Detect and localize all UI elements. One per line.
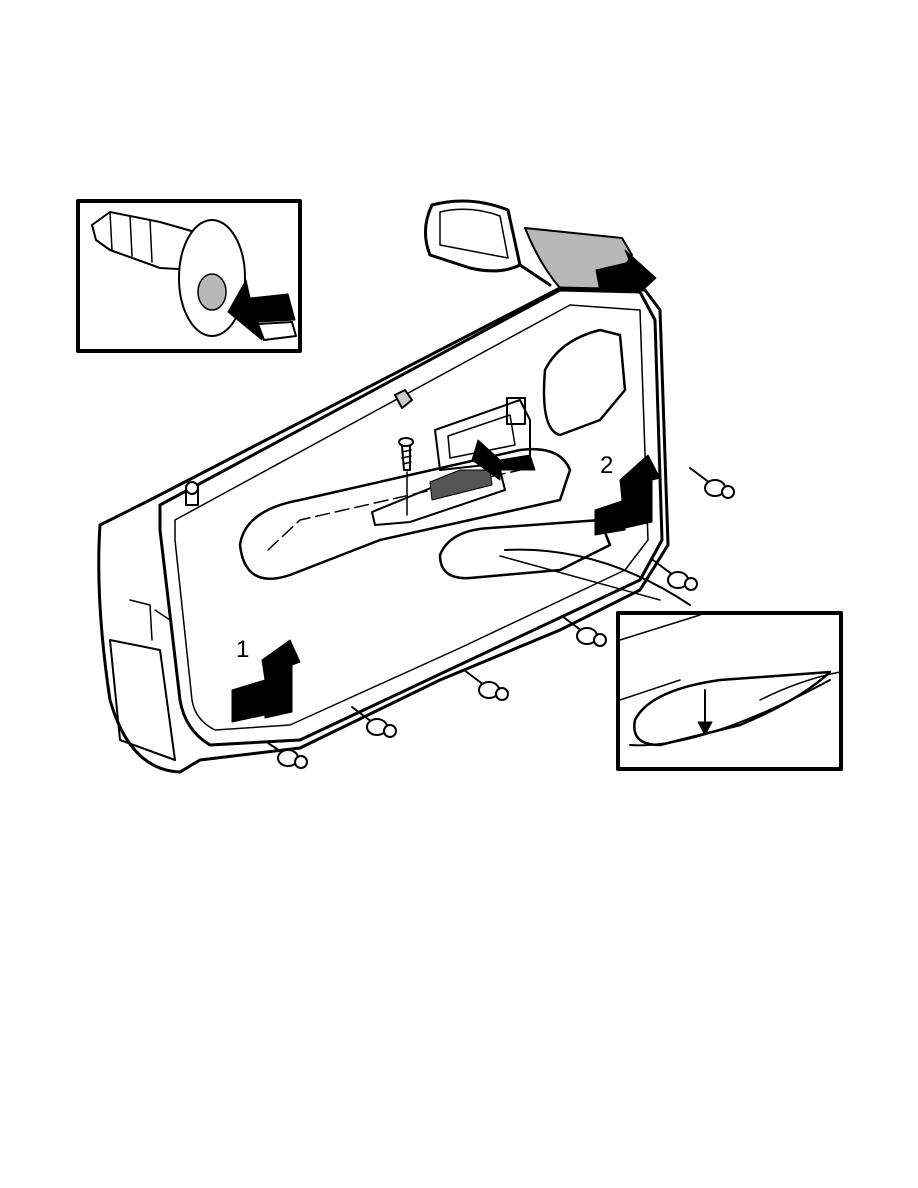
door-trim-panel <box>97 286 670 774</box>
callout-1: 1 <box>236 636 250 663</box>
arrow-handle-bezel <box>471 439 536 481</box>
side-mirror <box>424 199 552 287</box>
screw <box>394 389 414 516</box>
clip-detail-inset <box>76 199 302 353</box>
leader-line <box>504 548 691 606</box>
panel-clips <box>267 467 735 769</box>
arrow-step-1 <box>231 639 301 723</box>
arrow-step-2 <box>594 454 661 536</box>
callout-2: 2 <box>600 452 614 479</box>
pocket-detail-inset <box>616 611 843 771</box>
